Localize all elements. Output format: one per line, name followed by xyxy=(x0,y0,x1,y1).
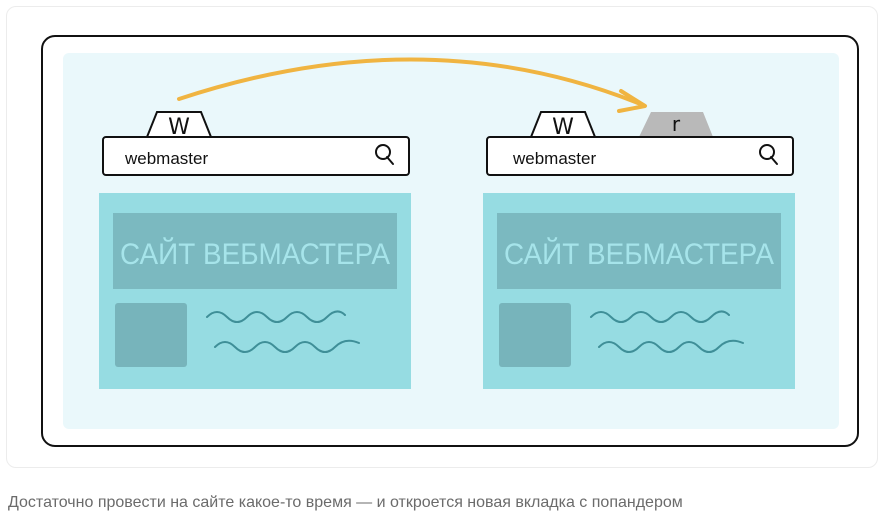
left-hero-title: САЙТ ВЕБМАСТЕРА xyxy=(120,237,390,271)
left-text-line-2 xyxy=(214,339,360,353)
illustration-card: W webmaster САЙТ ВЕБМАСТЕРА W r webmaste… xyxy=(6,6,878,468)
right-hero-title: САЙТ ВЕБМАСТЕРА xyxy=(504,237,774,271)
right-image-block xyxy=(499,303,571,367)
left-image-block xyxy=(115,303,187,367)
right-tab-label: W xyxy=(552,115,574,140)
right-tab xyxy=(530,111,596,138)
new-tab-label: r xyxy=(672,112,681,136)
right-text-line-2 xyxy=(598,339,744,353)
left-tab-label: W xyxy=(168,115,190,140)
right-hero-banner xyxy=(497,213,781,289)
search-icon[interactable] xyxy=(375,144,394,165)
figure-caption: Достаточно провести на сайте какое-то вр… xyxy=(8,494,683,511)
right-browser: W r webmaster САЙТ ВЕБМАСТЕРА xyxy=(483,111,795,389)
arrow-to-new-tab xyxy=(177,57,647,113)
right-address-bar[interactable] xyxy=(486,136,794,176)
left-address-text: webmaster xyxy=(124,149,208,168)
left-text-line-1 xyxy=(206,310,346,323)
right-address-text: webmaster xyxy=(512,149,596,168)
left-address-bar[interactable] xyxy=(102,136,410,176)
popunder-diagram: W webmaster САЙТ ВЕБМАСТЕРА W r webmaste… xyxy=(99,57,795,389)
left-browser: W webmaster САЙТ ВЕБМАСТЕРА xyxy=(99,111,411,389)
left-tab xyxy=(146,111,212,138)
new-tab-popunder[interactable] xyxy=(639,112,713,137)
right-text-line-1 xyxy=(590,310,730,323)
left-hero-banner xyxy=(113,213,397,289)
search-icon[interactable] xyxy=(759,144,778,165)
